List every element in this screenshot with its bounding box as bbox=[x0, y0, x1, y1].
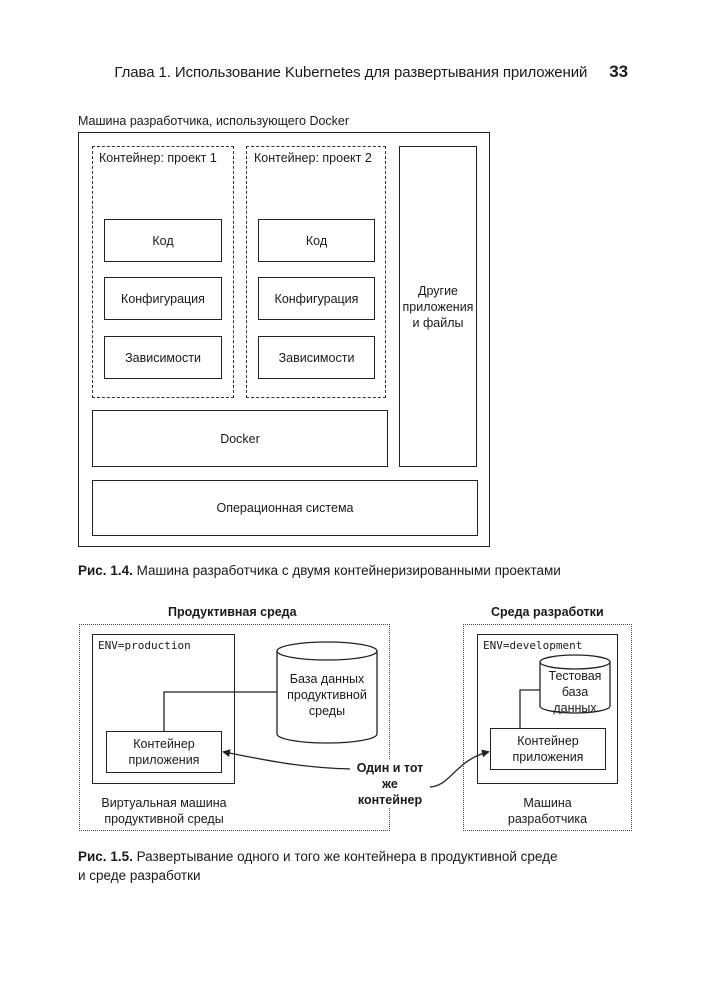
fig15-caption-prefix: Рис. 1.5. bbox=[78, 849, 133, 864]
same-container-label: Один и тот же контейнер bbox=[350, 760, 430, 808]
other-apps-line2: приложения bbox=[402, 299, 474, 314]
developer-machine-frame bbox=[78, 132, 490, 547]
container2-config-box: Конфигурация bbox=[258, 277, 375, 320]
prod-env-title: Продуктивная среда bbox=[168, 605, 297, 619]
prod-db-label-line1: База данных bbox=[289, 672, 365, 686]
prod-app-container: Контейнер приложения bbox=[106, 731, 222, 773]
dev-app-container-line1: Контейнер bbox=[517, 734, 579, 748]
other-apps-line1: Другие bbox=[417, 283, 459, 298]
fig14-caption: Рис. 1.4. Машина разработчика с двумя ко… bbox=[78, 561, 561, 580]
prod-vm-label: Виртуальная машина продуктивной среды bbox=[79, 795, 249, 827]
fig15-caption-text: Развертывание одного и того же контейнер… bbox=[132, 849, 558, 864]
prod-vm-label-line2: продуктивной среды bbox=[104, 812, 224, 826]
prod-app-container-line1: Контейнер bbox=[133, 737, 195, 751]
prod-app-container-line2: приложения bbox=[128, 753, 200, 767]
same-container-line2: контейнер bbox=[357, 793, 423, 807]
container-project-1-title: Контейнер: проект 1 bbox=[99, 151, 217, 165]
other-apps-box: Другие приложения и файлы bbox=[399, 146, 477, 467]
dev-env-title: Среда разработки bbox=[491, 605, 604, 619]
dev-machine-box bbox=[477, 634, 618, 784]
prod-db-cylinder bbox=[276, 641, 378, 744]
docker-box: Docker bbox=[92, 410, 388, 467]
container1-config-box: Конфигурация bbox=[104, 277, 222, 320]
dev-machine-label: Машина разработчика bbox=[463, 795, 632, 827]
container-project-2-title: Контейнер: проект 2 bbox=[254, 151, 372, 165]
container1-deps-box: Зависимости bbox=[104, 336, 222, 379]
fig14-outer-label: Машина разработчика, использующего Docke… bbox=[78, 114, 350, 128]
dev-machine-label-line2: разработчика bbox=[507, 812, 588, 826]
container2-deps-box: Зависимости bbox=[258, 336, 375, 379]
container-project-1 bbox=[92, 146, 234, 398]
prod-vm-label-line1: Виртуальная машина bbox=[101, 796, 227, 810]
prod-env-frame bbox=[79, 624, 390, 831]
arrow-to-dev-container bbox=[427, 749, 490, 788]
container2-code-box: Код bbox=[258, 219, 375, 262]
dev-env-var: ENV=development bbox=[483, 639, 583, 652]
dev-db-label-line2: база bbox=[561, 685, 589, 699]
prod-db-connector bbox=[163, 691, 277, 731]
prod-db-label-line3: среды bbox=[308, 704, 346, 718]
running-header: Глава 1. Использование Kubernetes для ра… bbox=[0, 62, 628, 82]
dev-app-container: Контейнер приложения bbox=[490, 728, 606, 770]
prod-env-var: ENV=production bbox=[98, 639, 191, 652]
fig14-caption-text: Машина разработчика с двумя контейнеризи… bbox=[132, 563, 561, 578]
prod-vm-box bbox=[92, 634, 235, 784]
dev-machine-label-line1: Машина bbox=[523, 796, 572, 810]
fig14-caption-prefix: Рис. 1.4. bbox=[78, 563, 133, 578]
same-container-line1: Один и тот же bbox=[356, 761, 424, 791]
os-box: Операционная система bbox=[92, 480, 478, 536]
prod-db-label: База данных продуктивной среды bbox=[277, 671, 377, 719]
dev-db-connector bbox=[519, 689, 540, 728]
dev-db-cylinder bbox=[539, 654, 611, 714]
arrow-to-prod-container bbox=[222, 749, 353, 770]
dev-db-label-line1: Тестовая bbox=[548, 669, 602, 683]
dev-db-label-line3: данных bbox=[553, 701, 597, 715]
dev-env-frame bbox=[463, 624, 632, 831]
prod-db-label-line2: продуктивной bbox=[287, 688, 367, 702]
container-project-2 bbox=[246, 146, 386, 398]
dev-app-container-line2: приложения bbox=[512, 750, 584, 764]
other-apps-line3: и файлы bbox=[412, 315, 464, 330]
fig15-caption: Рис. 1.5. Развертывание одного и того же… bbox=[78, 847, 558, 885]
container1-code-box: Код bbox=[104, 219, 222, 262]
running-title: Глава 1. Использование Kubernetes для ра… bbox=[114, 64, 588, 81]
fig15-caption-line2: и среде разработки bbox=[78, 868, 201, 883]
page-number: 33 bbox=[609, 62, 628, 81]
dev-db-label: Тестовая база данных bbox=[540, 668, 610, 716]
fig15-caption-line1: Рис. 1.5. Развертывание одного и того же… bbox=[78, 847, 558, 866]
